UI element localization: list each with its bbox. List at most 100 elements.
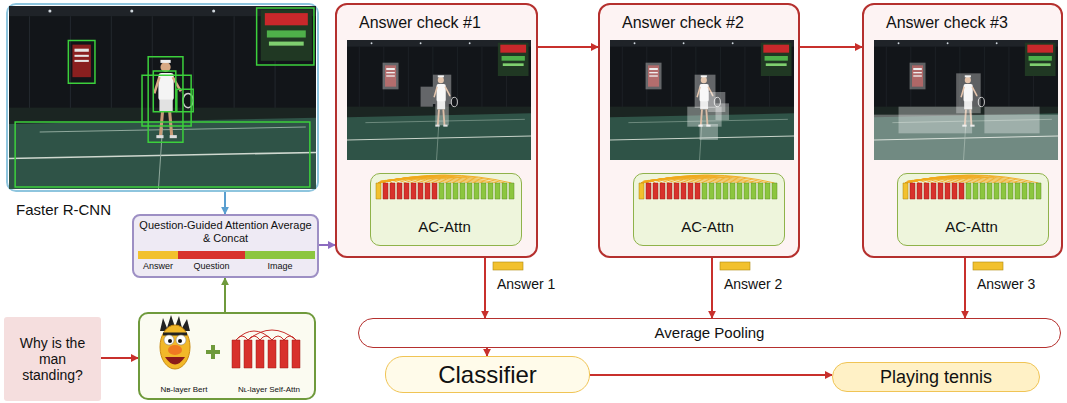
box-label: Playing tennis [880, 367, 992, 388]
bert-icon [168, 345, 182, 355]
detection-boxes [148, 57, 183, 142]
answer-check-box: Answer check #1 AC-Attn [335, 3, 538, 258]
connector-arrow [484, 258, 486, 318]
bert-icon [160, 325, 190, 369]
bert-icon [178, 339, 182, 343]
attention-patches [646, 63, 662, 90]
connector-arrow [101, 357, 138, 359]
detection-boxes [257, 8, 314, 65]
question-box: Why is the man standing? [4, 317, 101, 401]
connector-arrow [590, 374, 832, 376]
ac-attn-box: AC-Attn [897, 173, 1049, 246]
box-title: Answer check #2 [622, 14, 794, 32]
connector-arrow [964, 258, 966, 318]
detection-boxes [15, 122, 310, 187]
module-label: Nʟ-layer Self-Attn [226, 385, 312, 394]
attention-patches [984, 107, 1039, 134]
attention-patches [899, 107, 973, 134]
panel-label: Faster R-CNN [16, 201, 216, 218]
answer-box: Playing tennis [832, 362, 1040, 392]
illustration [376, 175, 514, 199]
attention-patches [715, 103, 728, 120]
bert-icon [168, 339, 172, 343]
connector-arrow [224, 192, 226, 214]
answer-bar [973, 262, 1003, 270]
box-title: Answer check #3 [886, 14, 1058, 32]
detection-boxes [15, 8, 314, 187]
attention-patches [956, 73, 981, 113]
bert-icon [160, 315, 190, 369]
ac-attn-box: AC-Attn [370, 173, 522, 246]
box-label: Average Pooling [655, 324, 765, 341]
box-label: AC-Attn [371, 218, 518, 235]
attention-patches [874, 63, 1058, 160]
detection-boxes [153, 71, 176, 112]
box-label: AC-Attn [898, 218, 1045, 235]
detection-boxes [142, 75, 191, 126]
feature-bar [138, 251, 178, 259]
feature-bar [138, 251, 315, 259]
detection-photo [9, 6, 316, 189]
connector-arrow [538, 46, 598, 48]
bert-icon [163, 333, 187, 336]
attention-patches [874, 115, 1058, 160]
plus-sign [206, 345, 220, 359]
attention-patches [687, 107, 721, 127]
attention-photo [610, 40, 794, 160]
attention-patches [383, 63, 399, 90]
answer-bar [493, 262, 523, 270]
detection-photo [9, 6, 316, 189]
attention-patches [646, 63, 729, 140]
edge-label: Answer 3 [975, 276, 1037, 292]
detection-boxes [177, 89, 193, 111]
self-attention-bars [236, 330, 296, 340]
attention-photo [874, 40, 1058, 160]
feature-bar [245, 251, 315, 259]
connector-arrow [319, 244, 335, 246]
illustration [639, 175, 777, 199]
answer-check-box: Answer check #3 AC-Attn [862, 3, 1063, 258]
attention-photo [610, 40, 794, 160]
ac-attn-box: AC-Attn [633, 173, 785, 246]
attention-patches [700, 124, 718, 140]
answer-check-box: Answer check #2 AC-Attn [598, 3, 800, 258]
answer-bar [493, 262, 1003, 270]
box-label: AC-Attn [634, 218, 781, 235]
attention-patches [708, 92, 725, 112]
feature-bar [178, 251, 245, 259]
image-panel: Faster R-CNN [6, 3, 319, 192]
segment-label: Image [245, 261, 315, 271]
attention-patches [421, 87, 433, 107]
attention-patches [433, 75, 451, 104]
pooling-box: Average Pooling [358, 318, 1061, 348]
connector-arrow [800, 46, 862, 48]
attention-patches [910, 63, 926, 90]
connector-arrow [224, 278, 226, 312]
module-title: Question-Guided Attention Average & Conc… [138, 219, 313, 244]
attention-photo [347, 40, 531, 160]
illustration [903, 175, 1041, 199]
detection-boxes [68, 41, 95, 84]
attention-patches [435, 104, 448, 125]
segment-label: Answer [138, 261, 178, 271]
edge-label: Answer 1 [495, 276, 557, 292]
box-label: Classifier [438, 361, 537, 389]
box-title: Answer check #1 [359, 14, 531, 32]
bert-icon [164, 335, 174, 345]
segment-label: Question [178, 261, 245, 271]
module-label: Nʙ-layer Bert [142, 385, 226, 394]
self-attention-bars [232, 330, 300, 368]
classifier-box: Classifier [385, 356, 590, 393]
answer-bar [720, 262, 750, 270]
attention-patches [383, 63, 452, 126]
question-text: Why is the man standing? [10, 335, 95, 383]
attention-patches [695, 75, 716, 108]
attention-photo [874, 40, 1058, 160]
attention-photo [347, 40, 531, 160]
encoder-box: Nʙ-layer BertNʟ-layer Self-Attn [138, 312, 316, 400]
connector-arrow [486, 348, 488, 356]
